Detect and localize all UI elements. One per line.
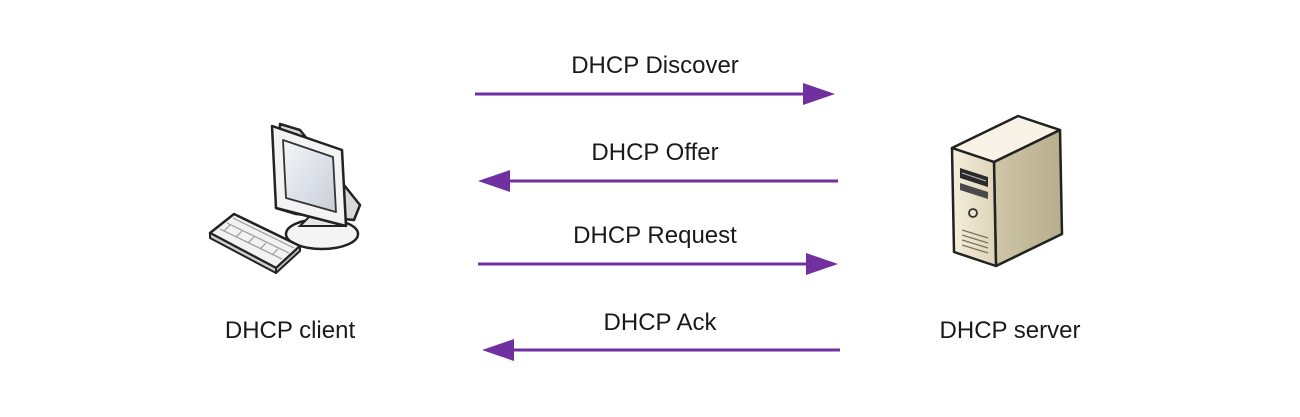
message-label-request: DHCP Request [573,222,737,249]
arrow-discover [475,83,835,105]
server-label: DHCP server [939,317,1081,344]
arrow-head-request [806,253,838,275]
arrow-offer [478,170,838,192]
message-label-discover: DHCP Discover [571,52,739,79]
arrow-request [478,253,838,275]
arrow-ack [482,339,840,361]
message-label-offer: DHCP Offer [591,139,719,166]
message-arrows [475,83,840,361]
server-tower-icon [950,114,1064,268]
message-label-ack: DHCP Ack [603,309,717,336]
arrow-head-ack [482,339,514,361]
arrow-head-discover [803,83,835,105]
arrow-head-offer [478,170,510,192]
client-label: DHCP client [224,317,356,344]
desktop-computer-icon [208,122,362,274]
